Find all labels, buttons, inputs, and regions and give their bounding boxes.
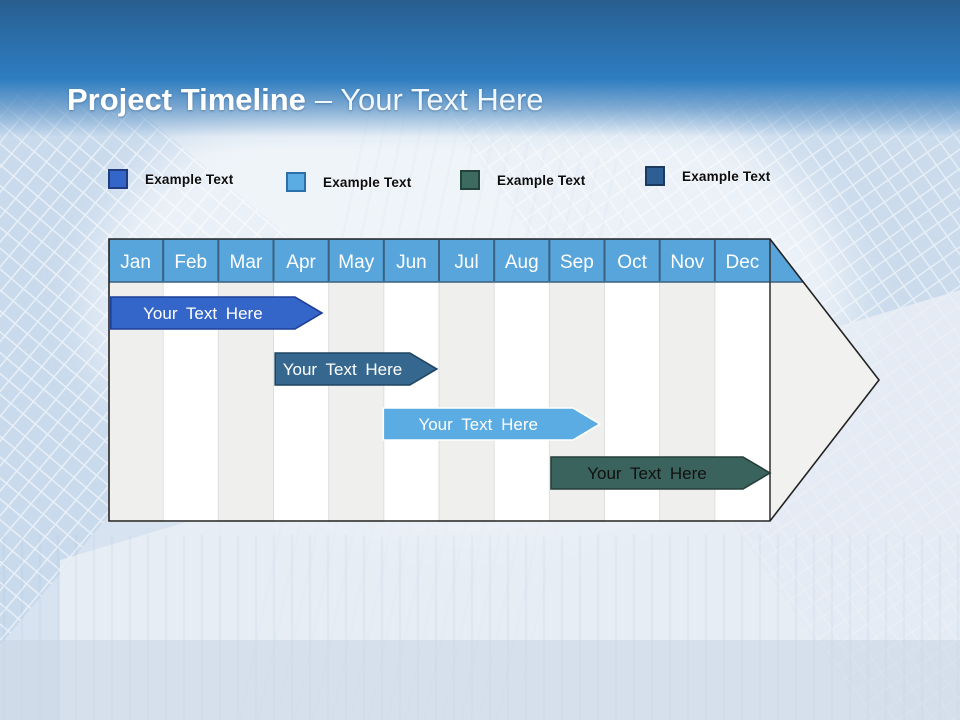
timeline-bar-label: Your Text Here [283, 360, 403, 379]
arrow-tip [770, 239, 879, 521]
timeline-bar-label: Your Text Here [587, 464, 707, 483]
month-labels: Jan Feb Mar Apr May Jun Jul Aug Sep Oct Nov Dec [120, 252, 759, 273]
timeline-arrow: Jan Feb Mar Apr May Jun Jul Aug Sep Oct Nov Dec You… [108, 238, 881, 522]
legend-swatch-lightblue [286, 172, 306, 192]
timeline-bar-label: Your Text Here [418, 415, 538, 434]
month-label: Jan [120, 252, 151, 273]
legend-label: Example Text [145, 171, 234, 187]
timeline-bar-4 [550, 456, 772, 490]
title-regular: – Your Text Here [314, 81, 544, 117]
month-column [383, 282, 439, 522]
month-label: Apr [286, 252, 316, 273]
legend-item-2: Example Text [286, 171, 411, 193]
legend-label: Example Text [497, 172, 586, 188]
month-label: Mar [230, 252, 263, 273]
title-bold: Project Timeline [67, 81, 306, 117]
month-label: Jul [454, 252, 478, 273]
month-column [494, 282, 550, 522]
month-header [109, 239, 879, 283]
legend-swatch-blue [108, 169, 128, 189]
legend-item-4: Example Text [645, 165, 770, 187]
timeline-bar-2 [274, 352, 439, 386]
left-tower [0, 0, 321, 720]
month-label: Sep [560, 252, 594, 273]
legend-item-1: Example Text [108, 168, 233, 190]
legend-swatch-steelblue [645, 166, 665, 186]
month-label: Feb [174, 252, 207, 273]
month-label: Jun [396, 252, 427, 273]
month-label: May [338, 252, 374, 273]
title-band [0, 0, 960, 152]
legend-label: Example Text [682, 168, 771, 184]
legend-swatch-teal [460, 170, 480, 190]
legend-item-3: Example Text [460, 169, 585, 191]
bottom-fade [0, 640, 960, 720]
page-title: Project Timeline– Your Text Here [67, 82, 544, 118]
month-column [439, 282, 495, 522]
legend-label: Example Text [323, 174, 412, 190]
month-label: Nov [670, 252, 704, 273]
arrow-outline [108, 238, 881, 522]
month-label: Dec [726, 252, 760, 273]
month-column [328, 282, 384, 522]
timeline-chart: Jan Feb Mar Apr May Jun Jul Aug Sep Oct Nov Dec You… [108, 238, 881, 527]
timeline-bar-label: Your Text Here [143, 304, 263, 323]
timeline-bar-1 [109, 296, 324, 330]
month-label: Oct [617, 252, 647, 273]
timeline-bar-3 [382, 407, 602, 441]
month-label: Aug [505, 252, 539, 273]
